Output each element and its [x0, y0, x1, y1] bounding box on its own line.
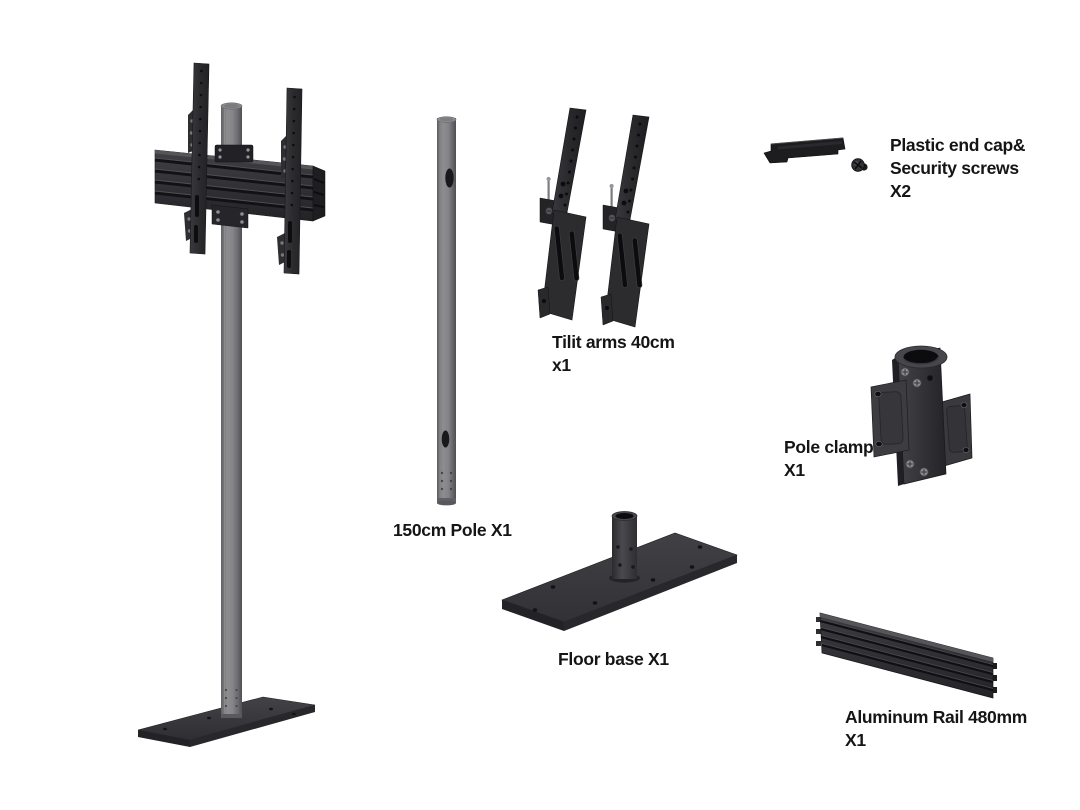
- floor-base-label: Floor base X1: [558, 648, 669, 671]
- end-cap-label-line2: Security screws: [890, 158, 1019, 178]
- stand-top-clamp: [214, 144, 254, 163]
- aluminum-rail-render: [816, 612, 997, 699]
- pole-clamp-label-line1: Pole clamp: [784, 437, 874, 457]
- end-cap-shape: [763, 137, 846, 164]
- floor-base-tube: [609, 511, 640, 583]
- pole-label: 150cm Pole X1: [393, 519, 512, 542]
- stand-bottom-clamp: [211, 204, 249, 229]
- end-cap-label-line1: Plastic end cap&: [890, 135, 1026, 155]
- aluminum-rail-label-line2: X1: [845, 730, 866, 750]
- pole-clamp-label: Pole clamp X1: [784, 436, 874, 482]
- aluminum-rail-image: [808, 601, 1008, 711]
- pole-cable-hole-bottom: [441, 430, 450, 448]
- rail-extrusion: [816, 612, 997, 699]
- pole-cable-hole-top: [445, 168, 454, 188]
- end-cap-image: [758, 130, 873, 183]
- pole-image: [423, 110, 473, 515]
- tilt-arms-label-line2: x1: [552, 355, 571, 375]
- clamp-screws: [900, 367, 933, 477]
- pole-clamp-image: [864, 326, 976, 496]
- end-cap-label: Plastic end cap& Security screws X2: [890, 134, 1026, 203]
- stand-bracket-right: [277, 87, 303, 275]
- assembled-stand-image: [108, 45, 348, 765]
- pole-render: [436, 116, 457, 506]
- stand-pole: [220, 102, 243, 718]
- tilt-arms-image: [528, 106, 693, 336]
- pole-clamp-label-line2: X1: [784, 460, 805, 480]
- security-screw: [851, 158, 868, 172]
- tilt-arm-left: [537, 107, 587, 321]
- end-cap-label-line3: X2: [890, 181, 911, 201]
- pole-clamp-render: [870, 345, 973, 486]
- aluminum-rail-label-line1: Aluminum Rail 480mm: [845, 707, 1027, 727]
- tilt-arms-render: [537, 107, 650, 328]
- aluminum-rail-label: Aluminum Rail 480mm X1: [845, 706, 1027, 752]
- tilt-arm-right: [600, 114, 650, 328]
- floor-base-image: [493, 503, 748, 648]
- stand-bracket-left: [184, 62, 210, 255]
- floor-base-label-line1: Floor base X1: [558, 649, 669, 669]
- tilt-arms-label: Tilit arms 40cm x1: [552, 331, 675, 377]
- pole-label-line1: 150cm Pole X1: [393, 520, 512, 540]
- end-cap-render: [763, 137, 868, 172]
- clamp-left-flange: [870, 379, 910, 458]
- tilt-arms-label-line1: Tilit arms 40cm: [552, 332, 675, 352]
- assembled-stand-render: [137, 62, 326, 747]
- clamp-right-flange: [941, 393, 973, 467]
- floor-base-render: [501, 511, 738, 631]
